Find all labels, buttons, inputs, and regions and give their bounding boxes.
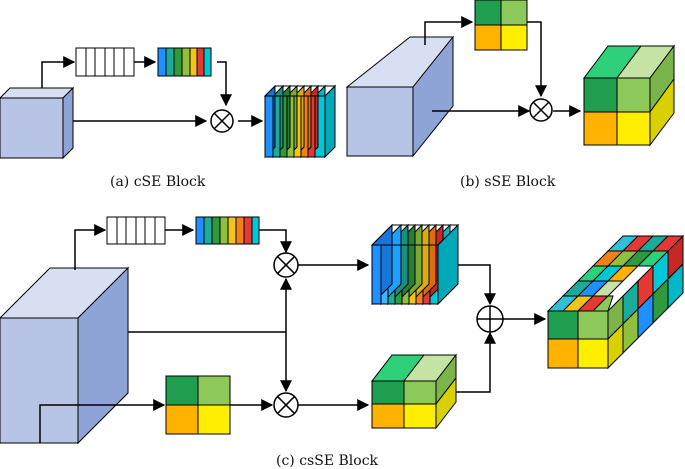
csse-arrow-channel-to-add xyxy=(458,264,496,306)
multiply-icon xyxy=(529,98,553,122)
caption-cse: (a) cSE Block xyxy=(110,174,206,190)
multiply-icon xyxy=(273,392,299,418)
cse-pooled-vector xyxy=(75,47,135,77)
caption-csse: (c) csSE Block xyxy=(276,453,379,469)
cse-arrow-to-pool xyxy=(41,56,76,88)
multiply-icon xyxy=(273,252,299,278)
caption-sse: (b) sSE Block xyxy=(460,174,556,190)
csse-pooled-vector xyxy=(106,216,166,245)
csse-spatial-map xyxy=(165,375,231,435)
csse-final-output-cube xyxy=(546,234,685,370)
sse-output-cube xyxy=(583,44,675,147)
multiply-icon xyxy=(210,109,234,133)
csse-channel-weights xyxy=(195,216,260,245)
sse-spatial-map xyxy=(474,0,528,51)
csse-input-cube xyxy=(0,266,130,445)
sse-input-cube xyxy=(345,35,455,158)
cse-input-cube xyxy=(0,86,75,160)
csse-block: (c) csSE Block xyxy=(0,216,685,469)
cse-block: (a) cSE Block xyxy=(0,47,337,190)
cse-output-slices xyxy=(263,84,337,159)
csse-arrow-to-pool xyxy=(74,224,107,270)
csse-arrow-to-map xyxy=(39,399,166,443)
csse-spatial-output-cube xyxy=(370,353,458,430)
sse-arrow-to-map xyxy=(424,16,474,45)
csse-channel-output-slices xyxy=(370,223,460,306)
sse-arrow-to-multiply xyxy=(527,21,547,98)
cse-channel-weights xyxy=(157,47,212,77)
csse-arrow-spatial-to-add xyxy=(456,331,496,393)
csse-arrow-to-top-multiply xyxy=(259,229,292,254)
cse-arrow-to-multiply xyxy=(217,61,232,107)
sse-block: (b) sSE Block xyxy=(345,0,675,190)
plus-icon xyxy=(476,305,504,333)
